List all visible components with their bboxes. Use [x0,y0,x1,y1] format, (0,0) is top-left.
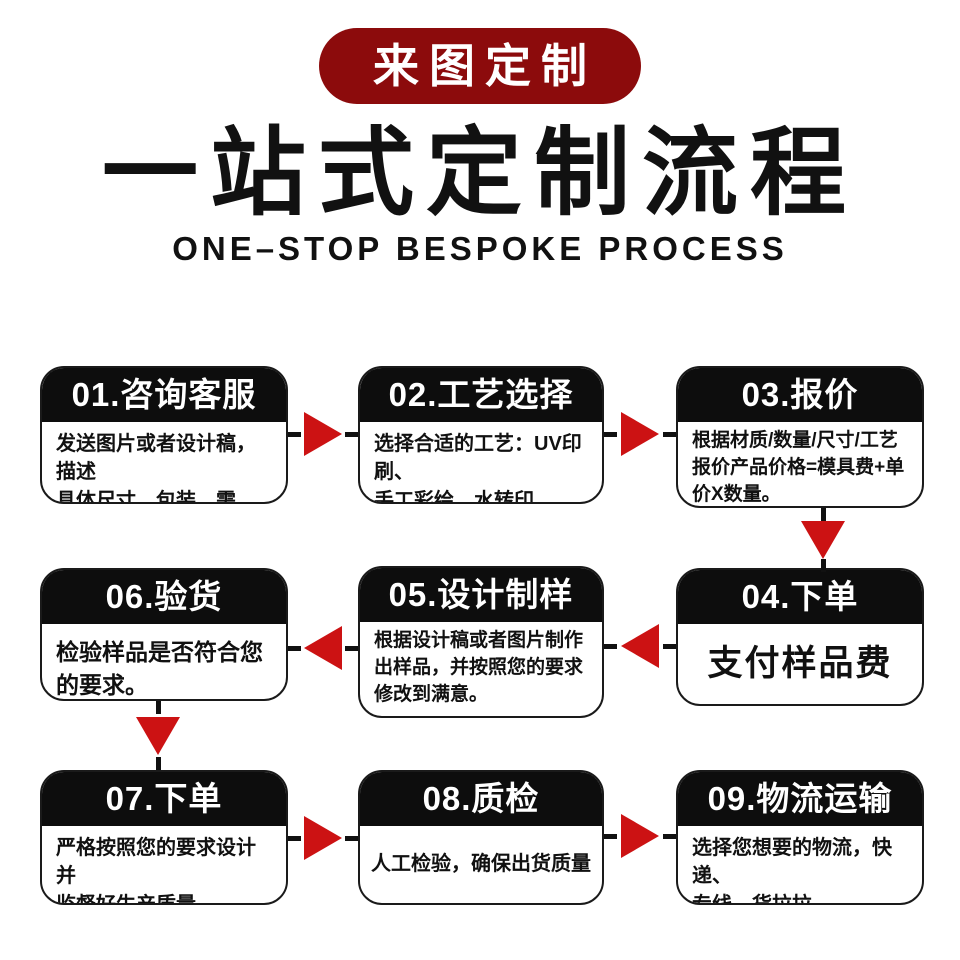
step-07-description: 严格按照您的要求设计并 监督好生产质量。 [56,837,256,905]
step-08-description: 人工检验，确保出货质量 [371,853,591,876]
page-subtitle: ONE–STOP BESPOKE PROCESS [172,230,788,267]
connector-04-to-05 [604,624,676,668]
dash [663,833,676,839]
arrow-left-icon [304,626,342,670]
arrow-right-icon [304,412,342,456]
connector-02-to-03 [604,412,676,456]
connector-05-to-06 [288,626,358,670]
step-02-title: 02.工艺选择 [360,368,602,422]
connector-03-to-04 [801,508,845,572]
arrow-right-icon [621,814,659,858]
arrow-right-icon [304,816,342,860]
dash [604,833,617,839]
dash [345,431,358,437]
connector-06-to-07 [136,701,180,770]
step-02-description: 选择合适的工艺：UV印刷、 手工彩绘、水转印。 [374,433,582,504]
dash [155,701,161,714]
step-08-title: 08.质检 [360,772,602,826]
step-09-title: 09.物流运输 [678,772,922,826]
step-01-title: 01.咨询客服 [42,368,286,422]
step-card-06-inspection: 06.验货 检验样品是否符合您 的要求。 [40,568,288,701]
dash [345,645,358,651]
step-06-title: 06.验货 [42,570,286,624]
dash [663,431,676,437]
custom-from-image-badge: 来图定制 [319,28,641,104]
step-card-05-design-sampling: 05.设计制样 根据设计稿或者图片制作 出样品，并按照您的要求 修改到满意。 [358,566,604,718]
dash [288,835,301,841]
step-card-08-quality-check: 08.质检 人工检验，确保出货质量 [358,770,604,905]
dash [820,508,826,521]
dash [288,645,301,651]
page-title: 一站式定制流程 [102,120,858,227]
dash [345,835,358,841]
step-03-title: 03.报价 [678,368,922,422]
dash [155,757,161,770]
connector-08-to-09 [604,814,676,858]
dash [820,559,826,572]
step-card-07-production-order: 07.下单 严格按照您的要求设计并 监督好生产质量。 [40,770,288,905]
arrow-left-icon [621,624,659,668]
dash [604,643,617,649]
connector-01-to-02 [288,412,358,456]
arrow-down-icon [136,716,180,755]
process-flow-diagram: 01.咨询客服 发送图片或者设计稿，描述 具体尺寸、包装、需求。 02.工艺选择… [0,28,960,960]
step-01-description: 发送图片或者设计稿，描述 具体尺寸、包装、需求。 [56,433,256,504]
step-card-02-craft-selection: 02.工艺选择 选择合适的工艺：UV印刷、 手工彩绘、水转印。 [358,366,604,504]
step-card-09-logistics: 09.物流运输 选择您想要的物流，快递、 专线、货拉拉 [676,770,924,905]
step-06-description: 检验样品是否符合您 的要求。 [56,639,263,698]
step-card-03-quotation: 03.报价 根据材质/数量/尺寸/工艺 报价产品价格=模具费+单 价X数量。 [676,366,924,508]
step-05-title: 05.设计制样 [360,568,602,622]
step-04-title: 04.下单 [678,570,922,624]
step-05-description: 根据设计稿或者图片制作 出样品，并按照您的要求 修改到满意。 [374,630,584,705]
step-09-description: 选择您想要的物流，快递、 专线、货拉拉 [692,837,892,905]
arrow-down-icon [801,521,845,559]
connector-07-to-08 [288,816,358,860]
step-03-description: 根据材质/数量/尺寸/工艺 报价产品价格=模具费+单 价X数量。 [692,430,905,505]
step-card-01-consult: 01.咨询客服 发送图片或者设计稿，描述 具体尺寸、包装、需求。 [40,366,288,504]
step-04-description: 支付样品费 [707,644,893,684]
step-07-title: 07.下单 [42,772,286,826]
page: { "badge": { "label": "来图定制" }, "title":… [0,28,960,960]
dash [288,431,301,437]
arrow-right-icon [621,412,659,456]
step-card-04-place-order: 04.下单 支付样品费 [676,568,924,706]
dash [604,431,617,437]
dash [663,643,676,649]
